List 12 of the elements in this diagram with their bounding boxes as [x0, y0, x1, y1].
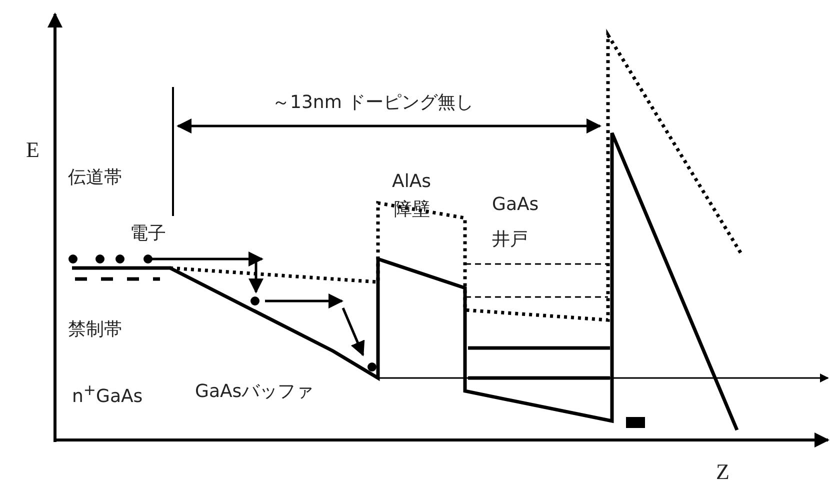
- dimension-label: ～13nm ドーピング無し: [272, 93, 474, 113]
- layer-label: 井戸: [492, 230, 528, 250]
- axis-label: Z: [716, 460, 730, 484]
- axis-label: E: [26, 138, 40, 162]
- layer-label: AlAs: [392, 172, 432, 192]
- region-label: 禁制帯: [68, 320, 122, 340]
- layer-label: 障壁: [394, 200, 430, 220]
- layer-label: GaAsバッファ: [195, 382, 314, 402]
- particle-label: 電子: [130, 224, 166, 244]
- layer-label: n$^{+}$GaAs: [72, 382, 143, 407]
- region-label: 伝道帯: [68, 168, 122, 188]
- layer-label: GaAs: [492, 195, 539, 215]
